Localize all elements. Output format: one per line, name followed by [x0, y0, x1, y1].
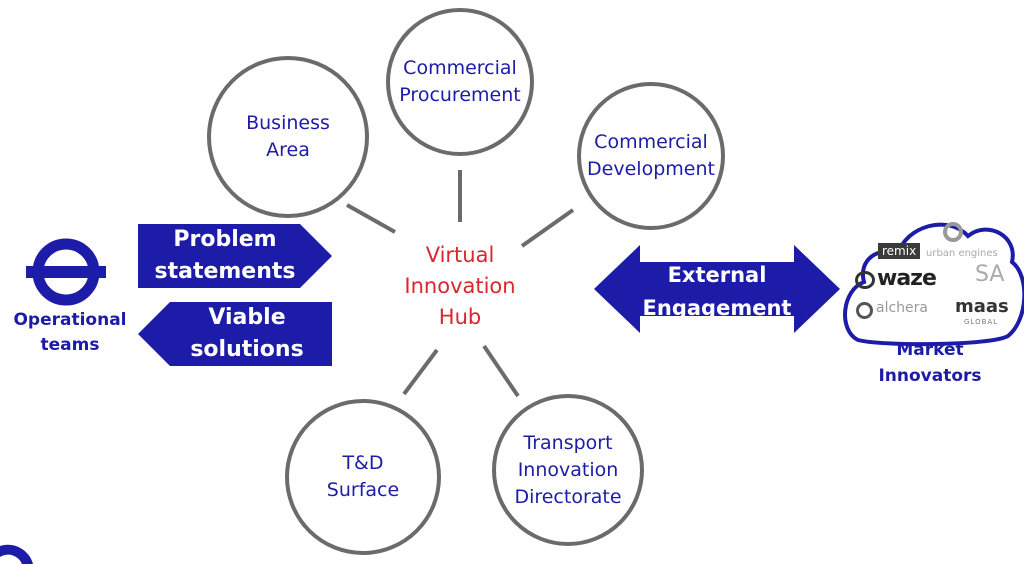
node-business-area: Business Area — [207, 56, 369, 218]
external-engagement-arrow — [594, 245, 840, 333]
connector-business-area — [346, 203, 396, 234]
virtual-innovation-hub: Virtual Innovation Hub — [404, 243, 516, 329]
node-label: Commercial Development — [587, 131, 715, 180]
problem-statements-arrow — [138, 224, 332, 288]
node-label: T&D Surface — [326, 452, 400, 501]
node-label: Commercial Procurement — [399, 57, 521, 106]
logo-urban-engines: urban engines — [926, 248, 998, 259]
urban-engines-icon — [943, 222, 963, 242]
logo-maas: maas — [955, 296, 1009, 317]
problem-statements-label: Problem statements — [154, 227, 296, 284]
connector-transport-innovation — [482, 344, 520, 398]
viable-solutions-arrow — [138, 302, 332, 366]
logo-sa: SA — [975, 262, 1005, 287]
viable-solutions-label: Viable solutions — [190, 305, 304, 362]
external-engagement-label: External Engagement — [642, 263, 792, 320]
waze-icon — [855, 271, 875, 289]
node-td-surface: T&D Surface — [285, 399, 441, 555]
market-innovators-label: Market Innovators — [878, 340, 982, 386]
roundel-partial-icon — [0, 544, 33, 564]
logo-remix: remix — [878, 243, 921, 259]
node-label: Business Area — [246, 112, 330, 161]
connector-td-surface — [402, 348, 439, 396]
logo-maas-global: GLOBAL — [964, 318, 999, 326]
node-label: Transport Innovation Directorate — [514, 431, 622, 508]
node-commercial-development: Commercial Development — [577, 82, 725, 230]
operational-teams-label: Operational teams — [13, 310, 127, 355]
logo-waze: waze — [877, 266, 937, 291]
logo-alchera: alchera — [876, 300, 928, 316]
alchera-icon — [856, 302, 873, 319]
node-commercial-procurement: Commercial Procurement — [386, 8, 534, 156]
roundel-icon — [26, 238, 106, 306]
connector-commercial-development — [520, 208, 575, 248]
node-transport-innovation-directorate: Transport Innovation Directorate — [492, 394, 644, 546]
